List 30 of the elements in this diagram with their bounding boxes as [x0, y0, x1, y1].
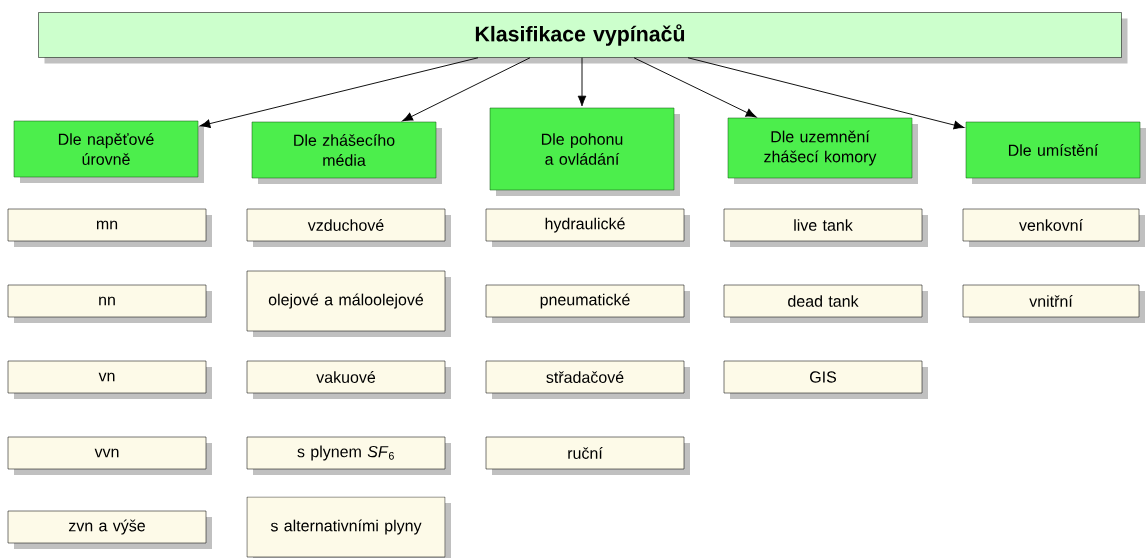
- heading-box: Dle uzemnění zhášecí komory: [727, 117, 918, 184]
- heading-box: Dle zhášecího média: [251, 121, 442, 184]
- category-box: GIS: [723, 360, 928, 399]
- category-box: vn: [7, 360, 212, 399]
- arrow: [577, 57, 587, 107]
- category-box: pneumatické: [485, 284, 690, 323]
- category-box: venkovní: [962, 208, 1145, 247]
- category-box: zvn a výše: [7, 510, 212, 549]
- category-box: s alternativními plyny: [246, 496, 451, 558]
- arrow: [402, 57, 531, 122]
- category-box: vakuové: [246, 360, 451, 399]
- category-box: ruční: [485, 436, 690, 475]
- category-box: vzduchové: [246, 208, 451, 247]
- arrow: [633, 57, 757, 118]
- category-box: vvn: [7, 436, 212, 475]
- heading-box: Dle umístění: [965, 121, 1146, 184]
- category-box: vnitřní: [962, 284, 1145, 323]
- category-box: střadačové: [485, 360, 690, 399]
- category-box: live tank: [723, 208, 928, 247]
- heading-box: Dle napěťové úrovně: [13, 120, 204, 183]
- category-box: olejové a máloolejové: [246, 270, 451, 337]
- title-box: Klasifikace vypínačů: [38, 12, 1128, 64]
- category-box: nn: [7, 284, 212, 323]
- category-box: s plynem SF$_{6}$: [246, 436, 451, 475]
- category-box: dead tank: [723, 284, 928, 323]
- category-box: hydraulické: [485, 208, 690, 247]
- arrow: [687, 57, 965, 130]
- category-box: mn: [7, 208, 212, 247]
- heading-box: Dle pohonu a ovládání: [489, 107, 680, 196]
- arrow: [199, 57, 479, 128]
